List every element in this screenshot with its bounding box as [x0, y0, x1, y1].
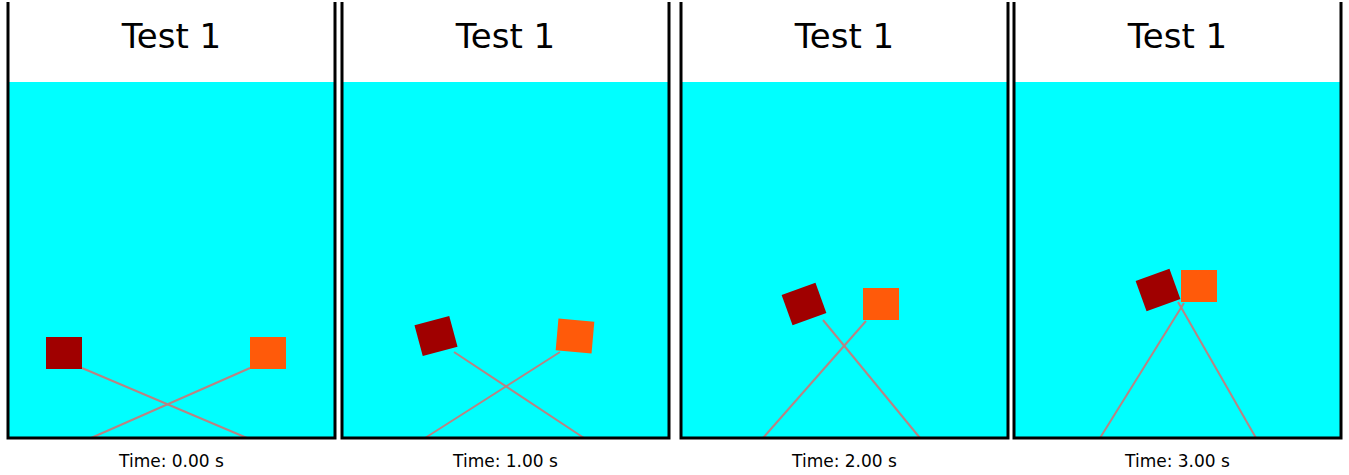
- panel-title: Test 1: [122, 19, 221, 53]
- mooring-line: [823, 320, 920, 438]
- orange-block: [250, 337, 286, 369]
- panel-title: Test 1: [1128, 19, 1227, 53]
- mooring-line: [82, 368, 247, 438]
- time-caption: Time: 3.00 s: [1125, 453, 1230, 470]
- mooring-line: [91, 368, 250, 438]
- orange-block: [1181, 270, 1217, 302]
- mooring-line: [454, 352, 584, 438]
- orange-block: [556, 318, 595, 353]
- water: [681, 82, 1008, 438]
- tank-wall: [681, 2, 1008, 438]
- red-block: [1136, 269, 1181, 311]
- tank-wall: [342, 2, 669, 438]
- time-caption: Time: 0.00 s: [119, 453, 224, 470]
- orange-block: [863, 288, 899, 320]
- tank-panel: [1014, 2, 1341, 438]
- red-block: [414, 316, 457, 356]
- mooring-line: [763, 321, 866, 438]
- time-caption: Time: 2.00 s: [792, 453, 897, 470]
- tank-wall: [8, 2, 335, 438]
- panel-title: Test 1: [795, 19, 894, 53]
- tank-panel: [681, 2, 1008, 438]
- water: [342, 82, 669, 438]
- water: [8, 82, 335, 438]
- mooring-line: [1178, 302, 1256, 438]
- red-block: [782, 283, 827, 325]
- red-block: [46, 337, 82, 369]
- mooring-line: [1100, 303, 1184, 438]
- tank-panel: [8, 2, 335, 438]
- mooring-line: [425, 352, 560, 438]
- tank-wall: [1014, 2, 1341, 438]
- panel-title: Test 1: [456, 19, 555, 53]
- time-caption: Time: 1.00 s: [453, 453, 558, 470]
- tank-panel: [342, 2, 669, 438]
- water: [1014, 82, 1341, 438]
